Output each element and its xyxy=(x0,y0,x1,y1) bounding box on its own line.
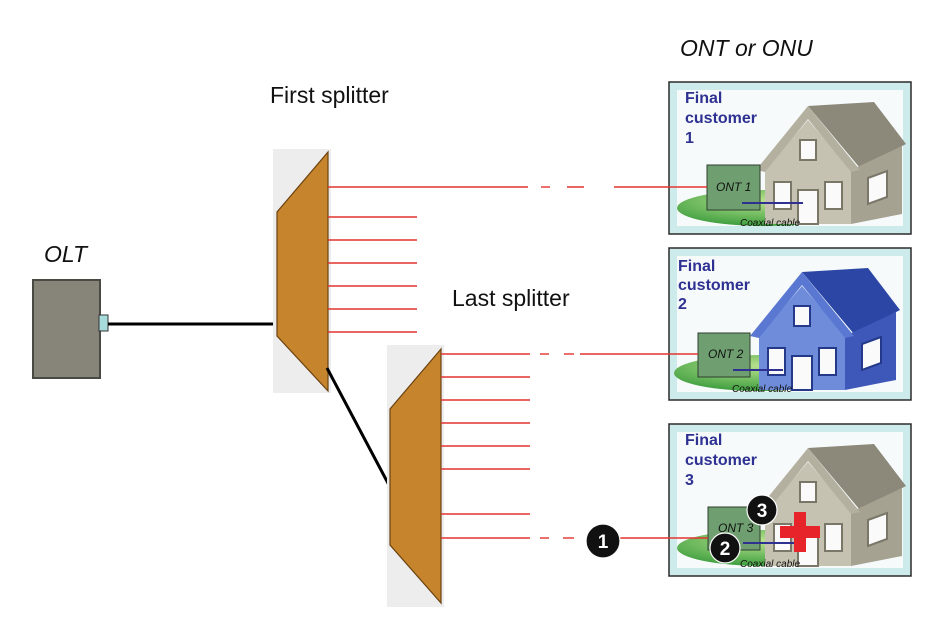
house-gable-trim xyxy=(756,106,860,172)
last-splitter-outputs xyxy=(441,353,708,539)
house-icon xyxy=(756,444,906,567)
olt-box xyxy=(32,279,101,379)
coaxial-cable-label: Coaxial cable xyxy=(740,559,800,570)
coaxial-cable-label: Coaxial cable xyxy=(740,218,800,229)
house-window xyxy=(793,305,811,327)
ont-label: ONT 2 xyxy=(708,347,744,361)
customer-1: Final customer 1 ONT 1 Coaxial cable xyxy=(668,81,912,235)
house-window xyxy=(867,511,888,548)
house-icon xyxy=(750,268,900,391)
customer-title-line: 3 xyxy=(685,472,694,489)
house-door xyxy=(791,355,813,391)
customer-title: Final customer 2 xyxy=(678,258,754,313)
house-roof xyxy=(808,444,906,510)
ont-label: ONT 3 xyxy=(718,521,754,535)
marker-circle xyxy=(746,494,778,526)
customer-3: Final customer 3 ONT 3 Coaxial cable xyxy=(668,423,912,577)
first-splitter-icon xyxy=(276,150,329,393)
customer-title-line: Final xyxy=(685,432,722,449)
house-window xyxy=(824,181,843,210)
first-splitter-outputs xyxy=(328,186,707,333)
marker-number: 2 xyxy=(720,539,731,560)
fault-cross-icon xyxy=(780,512,820,552)
customer-title-line: Final xyxy=(678,258,715,275)
ont-onu-label: ONT or ONU xyxy=(680,35,813,61)
last-splitter xyxy=(387,345,444,607)
customer-title-line: customer xyxy=(678,277,750,294)
house-window xyxy=(799,481,817,503)
marker-circle xyxy=(709,532,741,564)
first-splitter xyxy=(273,149,331,393)
customer-title-line: Final xyxy=(685,90,722,107)
coaxial-cable-label: Coaxial cable xyxy=(732,384,792,395)
customer-title-line: 1 xyxy=(685,130,694,147)
house-gable-trim xyxy=(750,272,854,338)
house-window xyxy=(861,335,882,372)
house-window xyxy=(773,181,792,210)
marker-2: 2 xyxy=(709,532,741,564)
first-splitter-label: First splitter xyxy=(270,82,389,108)
marker-number: 1 xyxy=(598,532,609,553)
last-splitter-label: Last splitter xyxy=(452,285,570,311)
customer-title: Final customer 3 xyxy=(685,432,761,489)
house-window xyxy=(824,523,843,552)
house-door xyxy=(797,189,819,225)
customer-title: Final customer 1 xyxy=(685,90,761,147)
customer-title-line: customer xyxy=(685,110,757,127)
marker-1: 1 xyxy=(585,523,621,559)
customer-2: Final customer 2 ONT 2 Coaxial cable xyxy=(668,247,912,401)
house-roof xyxy=(808,102,906,168)
house-roof xyxy=(802,268,900,334)
ont-label: ONT 1 xyxy=(716,180,751,194)
distribution-fiber xyxy=(325,367,392,488)
house-icon xyxy=(756,102,906,225)
house-window xyxy=(799,139,817,161)
marker-circle xyxy=(585,523,621,559)
marker-number: 3 xyxy=(757,501,768,522)
olt xyxy=(32,279,109,379)
house-window xyxy=(818,347,837,376)
house-window xyxy=(767,347,786,376)
olt-port xyxy=(98,314,109,332)
olt-label: OLT xyxy=(44,241,89,267)
marker-3: 3 xyxy=(746,494,778,526)
last-splitter-icon xyxy=(389,347,442,605)
customer-title-line: 2 xyxy=(678,296,687,313)
customer-title-line: customer xyxy=(685,452,757,469)
fault-cross-bar xyxy=(794,512,806,552)
house-window xyxy=(867,169,888,206)
